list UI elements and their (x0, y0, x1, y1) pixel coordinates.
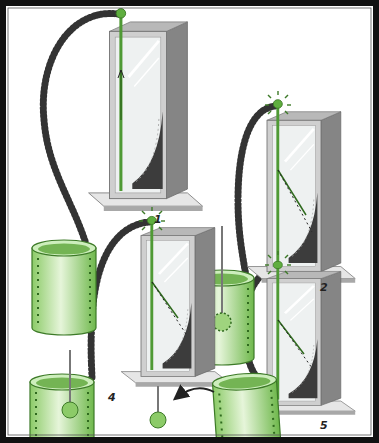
panel-number: 4 (108, 392, 116, 404)
panel-number: 2 (320, 282, 328, 294)
panel-number: 1 (154, 214, 162, 226)
panel-number: 5 (320, 420, 328, 432)
